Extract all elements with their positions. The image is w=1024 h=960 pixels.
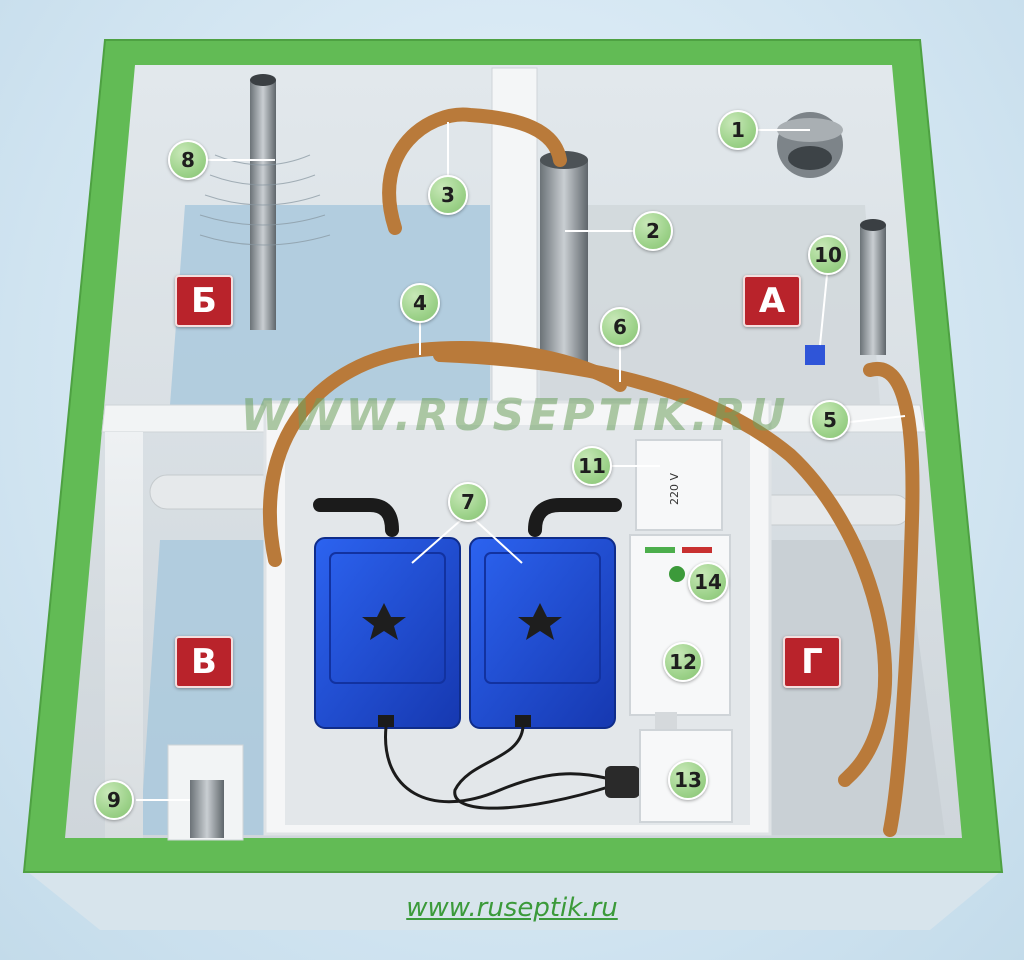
compressor-left-plug xyxy=(378,715,394,727)
watermark: WWW.RUSEPTIK.RU xyxy=(225,390,805,441)
aerator-element xyxy=(805,345,825,365)
callout-9: 9 xyxy=(94,780,134,820)
partition-lower-left xyxy=(105,432,143,838)
callout-13: 13 xyxy=(668,760,708,800)
callout-8: 8 xyxy=(168,140,208,180)
callout-11: 11 xyxy=(572,446,612,486)
callout-14: 14 xyxy=(688,562,728,602)
led-strip-green xyxy=(645,547,675,553)
zone-label-g: Г xyxy=(783,636,841,688)
callout-5: 5 xyxy=(810,400,850,440)
callout-4: 4 xyxy=(400,283,440,323)
callout-3: 3 xyxy=(428,175,468,215)
zone-label-v: В xyxy=(175,636,233,688)
air-inlet-hole xyxy=(788,146,832,170)
callout-10: 10 xyxy=(808,235,848,275)
controller-box xyxy=(630,535,730,715)
outlet-pipe xyxy=(190,780,224,838)
compressor-right xyxy=(470,538,615,728)
overflow-pipe xyxy=(540,160,588,365)
air-inlet-rim xyxy=(777,118,843,142)
callout-12: 12 xyxy=(663,642,703,682)
callout-6: 6 xyxy=(600,307,640,347)
cable-gland xyxy=(605,766,640,798)
zone-label-a: А xyxy=(743,275,801,327)
compressor-right-plug xyxy=(515,715,531,727)
callout-7: 7 xyxy=(448,482,488,522)
zone-label-b: Б xyxy=(175,275,233,327)
callout-1: 1 xyxy=(718,110,758,150)
footer-link[interactable]: www.ruseptik.ru xyxy=(372,893,652,923)
aerator-pipe-b-top xyxy=(250,74,276,86)
controller-connector xyxy=(655,712,677,730)
callout-2: 2 xyxy=(633,211,673,251)
aerator-pipe-a-top xyxy=(860,219,886,231)
indicator-light xyxy=(669,566,685,582)
led-strip-red xyxy=(682,547,712,553)
aerator-pipe-a xyxy=(860,225,886,355)
power-socket-label: 220 V xyxy=(668,458,692,520)
